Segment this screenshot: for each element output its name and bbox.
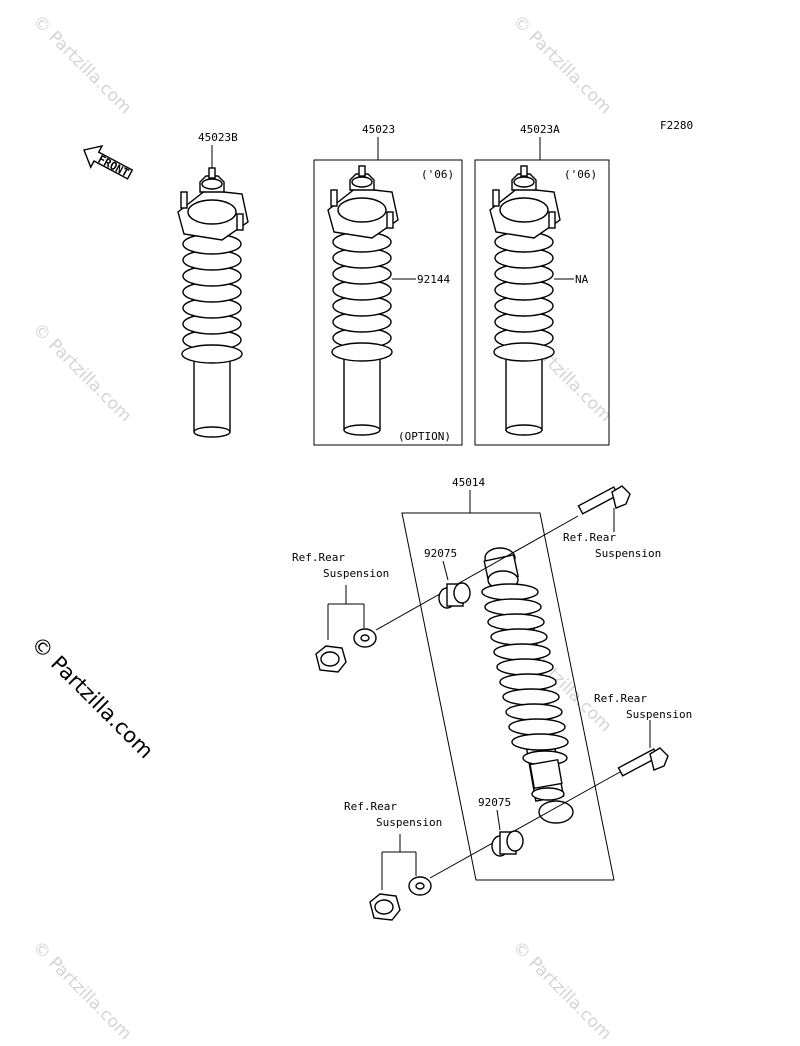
ref-label-upper-nut-1: Ref.Rear <box>292 551 345 564</box>
coilover-45023a <box>489 165 561 436</box>
year-note-45023a: ('06) <box>564 168 597 181</box>
rear-shock-box <box>401 512 615 881</box>
upper-bolt <box>375 485 631 631</box>
ref-label-upper-nut-2: Suspension <box>323 567 389 580</box>
ref-label-lower-nut-2: Suspension <box>376 816 442 829</box>
watermark: © Partzilla.com <box>508 11 615 118</box>
front-arrow-label: FRONT <box>96 153 132 180</box>
part-label-45023a: 45023A <box>520 123 560 136</box>
bushing-upper <box>438 582 471 609</box>
nut-lower <box>369 893 401 921</box>
part-label-45023: 45023 <box>362 123 395 136</box>
part-label-45023b: 45023B <box>198 131 238 144</box>
coilover-45023 <box>327 165 399 436</box>
part-label-92075-upper: 92075 <box>424 547 457 560</box>
part-label-92144: 92144 <box>417 273 450 286</box>
option-box-45023a <box>474 159 610 446</box>
nut-upper <box>315 645 347 673</box>
ref-label-lower-bolt-1: Ref.Rear <box>594 692 647 705</box>
option-box-45023 <box>313 159 463 446</box>
ref-label-upper-bolt-2: Suspension <box>595 547 661 560</box>
watermark: © Partzilla.com <box>28 937 135 1044</box>
diagram-code: F2280 <box>660 119 693 132</box>
watermark-main: © Partzilla.com <box>26 632 158 764</box>
watermark: © Partzilla.com <box>28 319 135 426</box>
watermark: © Partzilla.com <box>508 937 615 1044</box>
ref-label-upper-bolt-1: Ref.Rear <box>563 531 616 544</box>
front-arrow-icon: FRONT <box>83 144 134 180</box>
washer-lower <box>408 876 432 896</box>
part-label-92075-lower: 92075 <box>478 796 511 809</box>
ref-label-lower-bolt-2: Suspension <box>626 708 692 721</box>
coilover-45023b <box>177 167 249 438</box>
washer-upper <box>353 628 377 648</box>
bushing-lower <box>491 830 524 857</box>
rear-shock-absorber <box>481 547 574 824</box>
part-label-na: NA <box>575 273 589 286</box>
lower-bolt <box>429 747 669 879</box>
watermark: © Partzilla.com <box>28 11 135 118</box>
year-note-45023: ('06) <box>421 168 454 181</box>
option-note: (OPTION) <box>398 430 451 443</box>
ref-label-lower-nut-1: Ref.Rear <box>344 800 397 813</box>
part-label-45014: 45014 <box>452 476 485 489</box>
